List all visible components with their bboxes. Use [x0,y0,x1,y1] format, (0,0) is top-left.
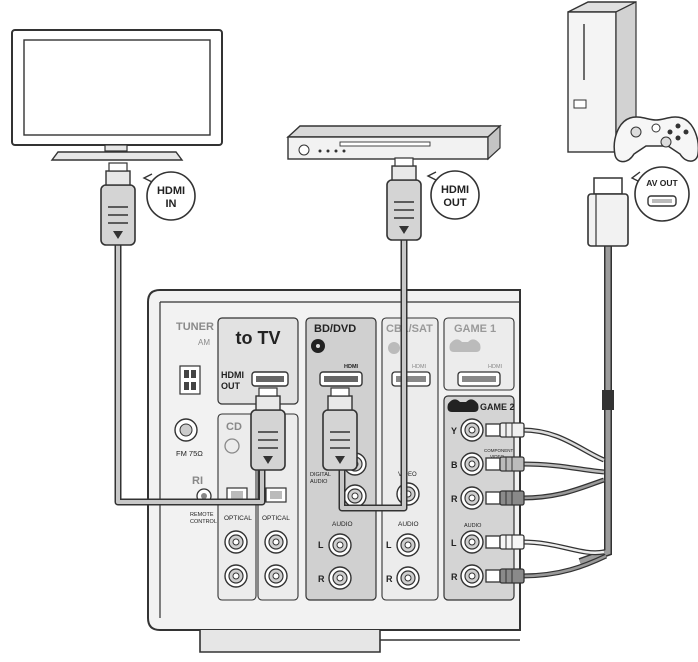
remote-label-line2: CONTROL [190,519,217,525]
bd-dvd-label: BD/DVD [314,323,356,335]
av-out-label: AV OUT [646,178,678,188]
console-av-plug [587,177,629,247]
game1-label: GAME 1 [454,323,496,335]
hdmi-out-port-label-line1: HDMI [221,370,244,380]
cbl-video-label: VIDEO [398,472,417,478]
component-video-label-line2: VIDEO [490,454,505,459]
am-label: AM [198,338,210,347]
bd-dvd-player-icon [286,124,502,161]
game-console-icon [567,1,637,154]
optical-label-1: OPTICAL [224,515,252,522]
component-r-label: R [451,494,458,504]
console-av-cable [521,246,614,579]
hdmi-out-port-label-line2: OUT [221,381,241,391]
game2-label: GAME 2 [480,402,515,412]
tuner-label: TUNER [176,321,214,333]
hdmi-in-label-line1: HDMI [157,185,185,197]
digital-audio-label-line1: DIGITAL [310,472,331,478]
hdmi-in-label-line2: IN [166,198,177,210]
to-tv-section: to TV HDMI OUT [217,317,299,405]
hdmi-in-callout: HDMI IN [142,171,196,221]
hdmi-out-label-line2: OUT [443,197,467,209]
ri-label: RI [192,475,203,487]
component-b-label: B [451,460,458,470]
game-controller-icon [613,116,698,163]
tv-hdmi-plug-top [100,162,136,246]
optical-label-2: OPTICAL [262,515,290,522]
remote-label-line1: REMOTE [190,512,214,518]
bd-hdmi-plug-top [386,157,422,241]
fm-label: FM 75Ω [176,449,203,458]
cbl-audio-l-label: L [386,540,392,550]
tv-icon [11,29,223,161]
cbl-hdmi-port-label: HDMI [412,364,427,370]
cbl-sat-label: CBL/SAT [386,323,433,335]
bd-audio-l-label: L [318,540,324,550]
tv-hdmi-plug-receiver [250,387,286,471]
game1-section: GAME 1 HDMI [443,317,515,391]
digital-audio-label-line2: AUDIO [310,479,328,485]
cbl-audio-label: AUDIO [398,521,419,528]
component-y-label: Y [451,426,457,436]
bd-audio-label: AUDIO [332,521,353,528]
tv-hdmi-cable [114,245,266,506]
hdmi-out-callout: HDMI OUT [426,170,480,220]
cd-label: CD [226,421,242,433]
bd-hdmi-plug-receiver [322,387,358,471]
bd-hdmi-port-label: HDMI [344,364,359,370]
component-video-label-line1: COMPONENT [484,448,514,453]
game2-audio-l-label: L [451,538,457,548]
game2-section: GAME 2 Y COMPONENT VIDEO B R AUDIO L R [443,395,515,601]
rca-plugs [485,422,525,584]
cbl-audio-r-label: R [386,574,393,584]
cbl-sat-section: CBL/SAT HDMI VIDEO AUDIO L R [381,317,439,601]
game2-audio-r-label: R [451,572,458,582]
bd-hdmi-cable [338,240,408,512]
game2-audio-label: AUDIO [464,523,482,529]
game1-hdmi-port-label: HDMI [488,364,503,370]
to-tv-label: to TV [236,328,281,348]
bd-audio-r-label: R [318,574,325,584]
av-out-callout: AV OUT [630,166,690,222]
hdmi-out-label-line1: HDMI [441,184,469,196]
